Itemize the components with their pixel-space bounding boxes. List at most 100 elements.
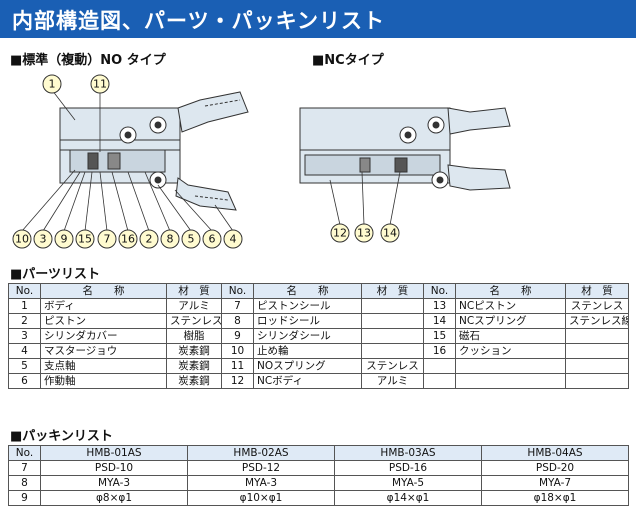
- svg-text:1: 1: [49, 78, 56, 91]
- svg-text:3: 3: [40, 233, 47, 246]
- packing-value: PSD-10: [40, 460, 188, 476]
- part-material: 炭素鋼: [166, 343, 222, 359]
- nc-lower-jaw: [447, 164, 511, 191]
- packing-no: 7: [8, 460, 41, 476]
- no-lower-jaw: [175, 177, 237, 211]
- part-no: 4: [8, 343, 41, 359]
- part-name: ロッドシール: [253, 313, 362, 329]
- header-material: 材 質: [166, 283, 222, 299]
- callout-2: 2: [139, 229, 159, 249]
- part-no: 1: [8, 298, 41, 314]
- nc-upper-jaw: [447, 107, 511, 135]
- part-no: [423, 373, 456, 389]
- no-upper-jaw: [177, 91, 249, 133]
- part-name: NCピストン: [455, 298, 566, 314]
- callout-3: 3: [33, 229, 53, 249]
- svg-text:8: 8: [167, 233, 174, 246]
- header-model: HMB-03AS: [334, 445, 482, 461]
- part-no: 15: [423, 328, 456, 344]
- packing-value: MYA-5: [334, 475, 482, 491]
- packing-list-heading: ■パッキンリスト: [10, 429, 113, 444]
- packing-value: PSD-16: [334, 460, 482, 476]
- part-no: 3: [8, 328, 41, 344]
- part-name: シリンダカバー: [40, 328, 167, 344]
- part-name: 止め輪: [253, 343, 362, 359]
- parts-header-row: No. 名 称 材 質 No. 名 称 材 質 No. 名 称 材 質: [8, 283, 629, 299]
- svg-text:15: 15: [78, 233, 92, 246]
- callout-6: 6: [202, 229, 222, 249]
- part-material: [361, 298, 424, 314]
- part-material: アルミ: [361, 373, 424, 389]
- part-no: 13: [423, 298, 456, 314]
- part-name: [455, 373, 566, 389]
- callout-4: 4: [223, 229, 243, 249]
- packing-value: MYA-3: [40, 475, 188, 491]
- part-material: ステンレス: [361, 358, 424, 374]
- nc-type-heading: ■NCタイプ: [312, 53, 384, 68]
- packing-value: φ8×φ1: [40, 490, 188, 506]
- packing-value: φ18×φ1: [481, 490, 629, 506]
- header-name: 名 称: [455, 283, 566, 299]
- svg-text:16: 16: [121, 233, 135, 246]
- packing-value: φ14×φ1: [334, 490, 482, 506]
- part-name: 作動軸: [40, 373, 167, 389]
- part-name: ピストンシール: [253, 298, 362, 314]
- svg-text:12: 12: [333, 227, 347, 240]
- part-name: 磁石: [455, 328, 566, 344]
- part-material: ステンレス: [166, 313, 222, 329]
- part-no: [423, 358, 456, 374]
- callout-8: 8: [160, 229, 180, 249]
- part-material: 炭素鋼: [166, 358, 222, 374]
- header-model: HMB-04AS: [481, 445, 629, 461]
- no-type-drawing: [59, 91, 249, 211]
- part-no: 12: [221, 373, 254, 389]
- part-name: マスタージョウ: [40, 343, 167, 359]
- part-no: 2: [8, 313, 41, 329]
- callout-11: 11: [90, 74, 110, 94]
- svg-text:6: 6: [209, 233, 216, 246]
- part-material: [361, 313, 424, 329]
- header-no: No.: [8, 445, 41, 461]
- part-no: 8: [221, 313, 254, 329]
- svg-text:13: 13: [357, 227, 371, 240]
- part-material: [565, 343, 629, 359]
- page-title: 内部構造図、パーツ・パッキンリスト: [12, 9, 385, 33]
- svg-text:14: 14: [383, 227, 397, 240]
- callout-16: 16: [118, 229, 138, 249]
- header-name: 名 称: [253, 283, 362, 299]
- callout-13: 13: [354, 223, 374, 243]
- callout-14: 14: [380, 223, 400, 243]
- part-name: NCスプリング: [455, 313, 566, 329]
- part-name: NOスプリング: [253, 358, 362, 374]
- part-no: 10: [221, 343, 254, 359]
- part-no: 6: [8, 373, 41, 389]
- part-no: 16: [423, 343, 456, 359]
- callout-15: 15: [75, 229, 95, 249]
- part-material: ステンレス線: [565, 313, 629, 329]
- packing-value: φ10×φ1: [187, 490, 335, 506]
- callout-7: 7: [97, 229, 117, 249]
- part-material: ステンレス: [565, 298, 629, 314]
- part-name: クッション: [455, 343, 566, 359]
- callout-9: 9: [54, 229, 74, 249]
- header-model: HMB-01AS: [40, 445, 188, 461]
- part-name: 支点軸: [40, 358, 167, 374]
- part-name: ボディ: [40, 298, 167, 314]
- callout-5: 5: [181, 229, 201, 249]
- header-model: HMB-02AS: [187, 445, 335, 461]
- svg-text:2: 2: [146, 233, 153, 246]
- packing-value: PSD-12: [187, 460, 335, 476]
- part-no: 7: [221, 298, 254, 314]
- part-material: [565, 373, 629, 389]
- nc-type-drawing: [299, 107, 511, 191]
